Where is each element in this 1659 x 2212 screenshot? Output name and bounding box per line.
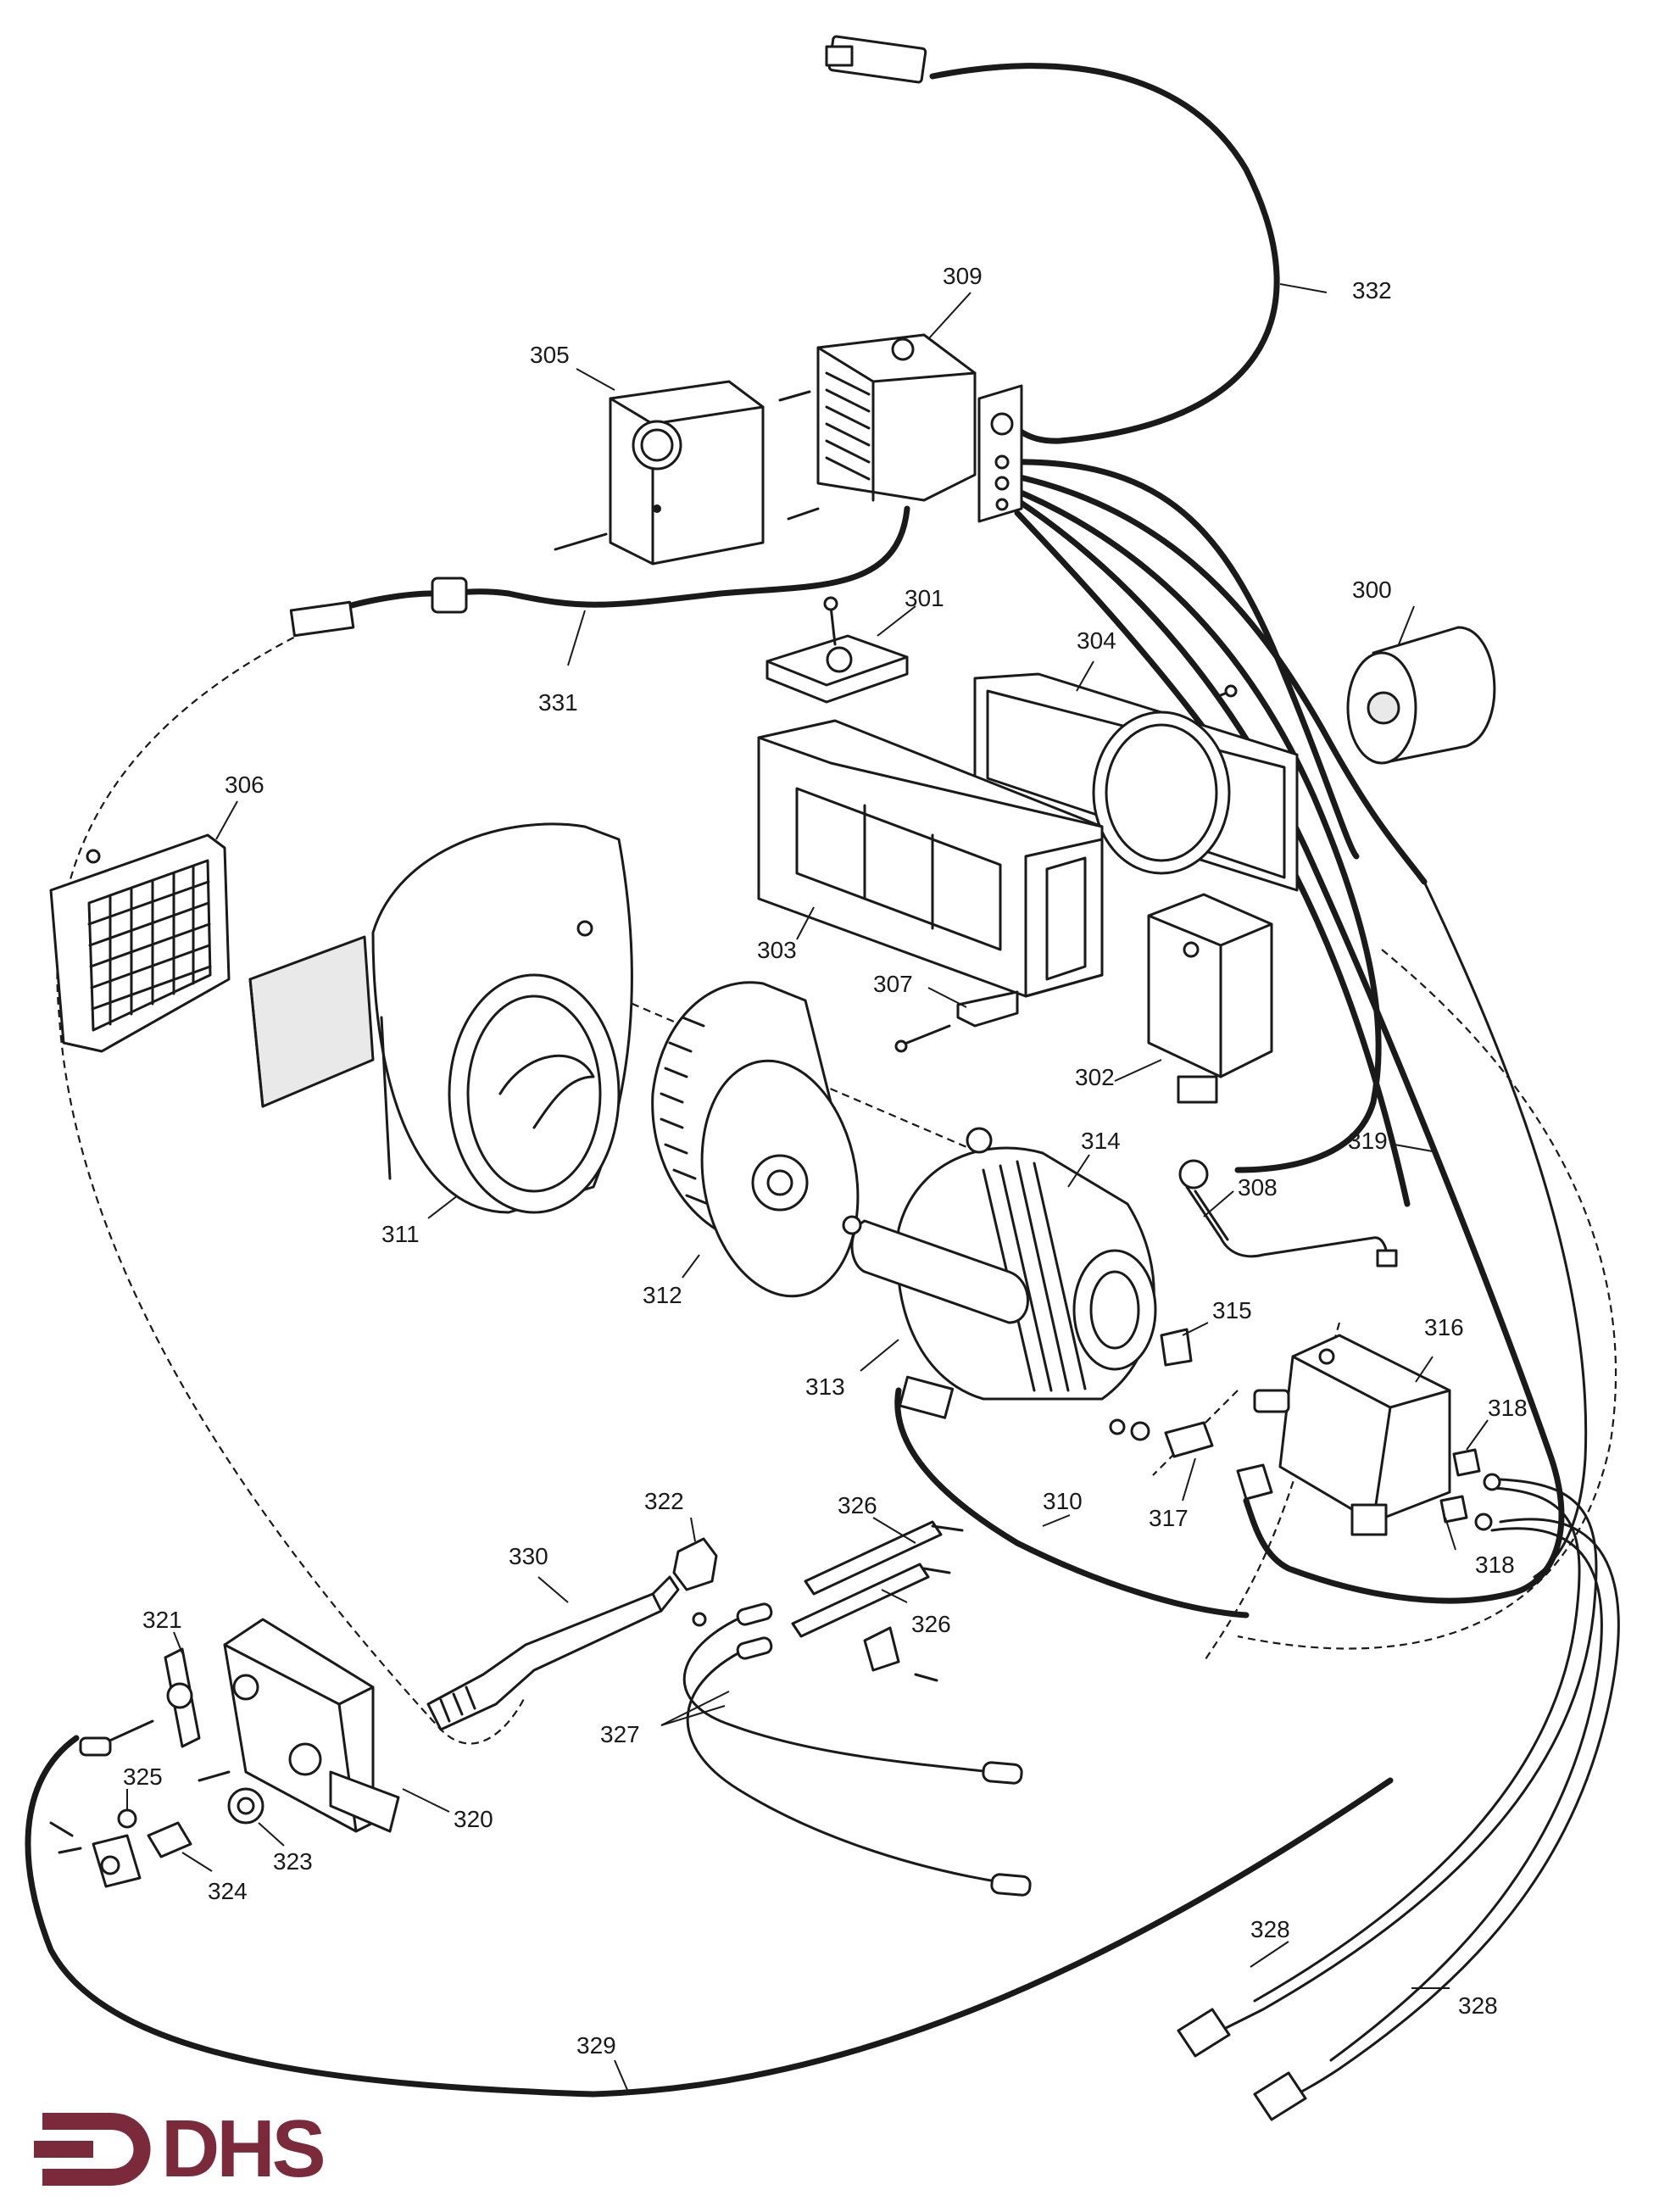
oil-hose-328b [1278, 1518, 1620, 2104]
part-label-318a: 318 [1488, 1395, 1528, 1421]
cell-holder-321 [79, 1647, 201, 1757]
part-label-326b: 326 [911, 1611, 951, 1637]
bracket-307 [894, 990, 1019, 1053]
motor-coil-313 [842, 1215, 1029, 1419]
cable-331 [442, 505, 910, 608]
part-label-327: 327 [600, 1721, 640, 1747]
mounting-flange-320 [223, 1618, 400, 1833]
mains-plug-332 [825, 35, 927, 84]
fittings-323-325 [49, 1770, 264, 1888]
part-label-331: 331 [538, 689, 578, 716]
fitting-318 [1236, 1448, 1501, 1531]
leader-lines [126, 283, 1489, 2091]
part-label-310: 310 [1043, 1488, 1083, 1514]
gasket-plate-304 [973, 672, 1299, 892]
motor-314 [896, 1127, 1157, 1401]
part-label-325: 325 [123, 1763, 163, 1790]
part-label-304: 304 [1077, 627, 1116, 654]
part-label-312: 312 [643, 1282, 682, 1308]
cable-310 [894, 1387, 1250, 1619]
fan-housing-311 [371, 822, 633, 1214]
part-label-318b: 318 [1475, 1552, 1515, 1578]
part-label-301: 301 [905, 585, 944, 611]
nozzle-tube-330 [426, 1575, 680, 1731]
part-label-328a: 328 [1250, 1916, 1290, 1942]
harness-wires [997, 459, 1360, 860]
part-label-300: 300 [1352, 577, 1392, 603]
part-label-328b: 328 [1458, 1992, 1498, 2019]
spacer-322 [672, 1537, 718, 1627]
part-label-315: 315 [1212, 1297, 1252, 1323]
part-label-309: 309 [943, 263, 983, 289]
part-label-324: 324 [208, 1878, 248, 1904]
part-label-303: 303 [757, 937, 797, 963]
mains-cable-332 [929, 63, 1280, 444]
air-intake-grille-306 [49, 833, 231, 1053]
part-label-319: 319 [1348, 1128, 1388, 1154]
nipple-315 [1160, 1328, 1193, 1367]
part-label-305: 305 [530, 342, 570, 368]
part-label-314: 314 [1081, 1128, 1121, 1154]
part-label-323: 323 [273, 1848, 313, 1875]
part-label-332: 332 [1352, 277, 1392, 304]
junction-box-309 [816, 333, 1023, 523]
lead-terminals-327 [736, 1602, 1032, 1897]
part-label-329: 329 [576, 2032, 616, 2059]
part-label-302: 302 [1075, 1064, 1115, 1090]
logo-text: DHS [161, 2103, 326, 2194]
hose-ends-328 [1177, 2008, 1307, 2121]
dhs-logo: DHS [34, 2103, 373, 2196]
fitting-317 [1109, 1418, 1214, 1458]
oil-pipe-308 [1178, 1159, 1398, 1268]
part-label-313: 313 [805, 1373, 845, 1400]
part-label-321: 321 [142, 1607, 182, 1633]
part-label-308: 308 [1238, 1174, 1278, 1201]
part-label-320: 320 [454, 1806, 493, 1832]
oil-hose-328a [1202, 1478, 1598, 2041]
part-labels: 300 301 302 303 304 305 306 307 308 309 … [123, 263, 1528, 2059]
part-label-306: 306 [225, 772, 264, 798]
ignition-lead-327 [682, 1613, 994, 1774]
part-label-311: 311 [381, 1221, 420, 1247]
part-label-317: 317 [1149, 1505, 1189, 1531]
part-label-316: 316 [1424, 1314, 1464, 1340]
ignition-transformer-302 [1147, 893, 1273, 1104]
filter-mesh [248, 935, 375, 1108]
part-label-326a: 326 [838, 1492, 877, 1518]
plug-331 [289, 577, 468, 638]
control-box-305 [554, 380, 820, 566]
dhs-logo-mark [34, 2113, 151, 2186]
chassis-housing-303 [757, 719, 1104, 998]
bracket-301 [765, 596, 909, 704]
part-label-307: 307 [873, 971, 913, 997]
part-label-330: 330 [509, 1543, 548, 1569]
wire-319 [1422, 880, 1588, 1579]
cable-329 [25, 1735, 1394, 2098]
capacitor-300 [1346, 626, 1496, 765]
oil-pump-316 [1253, 1334, 1451, 1536]
part-label-322: 322 [644, 1488, 684, 1514]
fan-wheel-312 [651, 981, 860, 1298]
electrode-326 [791, 1520, 964, 1682]
